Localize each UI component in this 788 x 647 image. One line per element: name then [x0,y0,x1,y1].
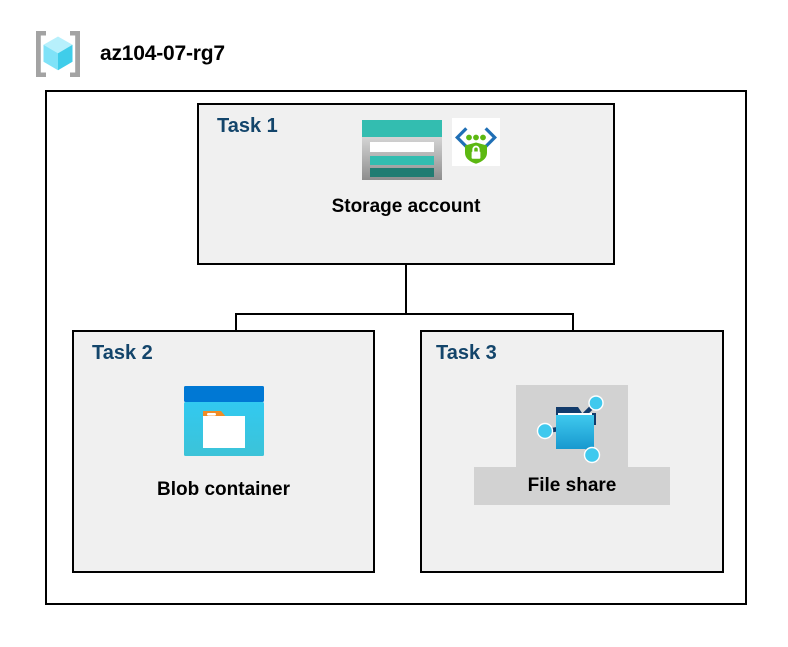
task-3-label: Task 3 [436,342,497,364]
file-share-icon [536,395,604,464]
storage-account-caption: Storage account [331,196,481,217]
task-1-label: Task 1 [217,115,278,137]
node-storage-account[interactable]: Storage account [197,118,615,218]
storage-account-icon [362,120,442,180]
task-1-container: Task 1 [197,103,615,265]
node-file-share[interactable]: File share [420,385,724,505]
file-share-caption: File share [527,475,617,496]
resource-group-header: az104-07-rg7 [30,26,225,82]
file-share-caption-plate: File share [473,467,671,505]
task-2-label: Task 2 [92,342,153,364]
resource-group-name: az104-07-rg7 [100,42,225,65]
resource-group-cube-icon [36,31,80,77]
storage-icon-row [360,118,500,182]
blob-container-icon [183,386,264,456]
node-blob-container[interactable]: Blob container [72,385,375,501]
secure-endpoint-shield-icon [452,118,500,166]
file-share-icon-plate [516,385,628,469]
blob-container-caption: Blob container [156,479,290,500]
